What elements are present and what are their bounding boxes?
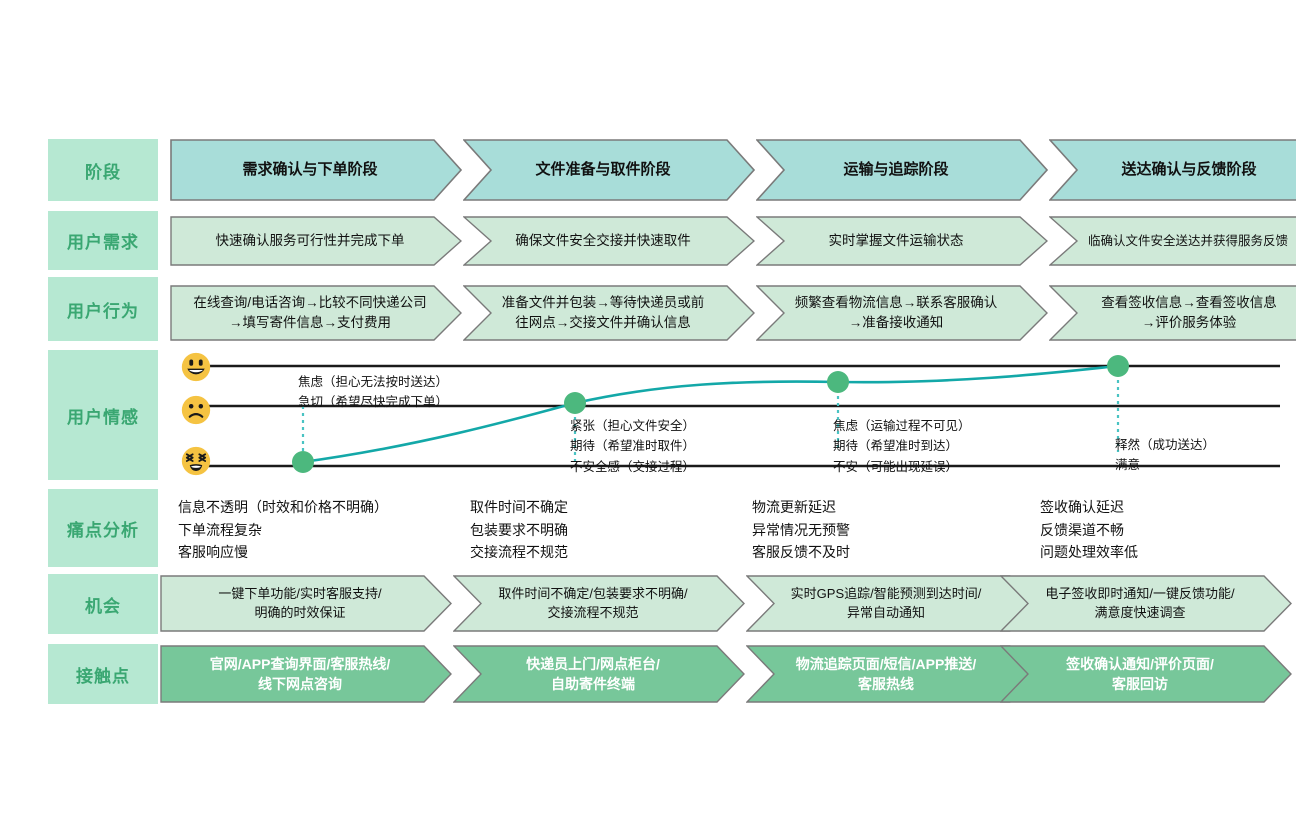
needs-label: 快速确认服务可行性并完成下单	[215, 233, 405, 249]
touchpoint-label: 官网/APP查询界面/客服热线/ 线下网点咨询	[209, 655, 391, 692]
opportunity-label: 实时GPS追踪/智能预测到达时间/ 异常自动通知	[790, 585, 982, 620]
emotion-point-1	[292, 451, 314, 473]
needs-cell-3[interactable]: 实时掌握文件运输状态	[756, 216, 1048, 266]
opportunity-label: 电子签收即时通知/一键反馈功能/ 满意度快速调查	[1045, 585, 1235, 620]
needs-label: 实时掌握文件运输状态	[828, 233, 964, 249]
needs-cell-1[interactable]: 快速确认服务可行性并完成下单	[170, 216, 462, 266]
emotion-annotation-4: 释然（成功送达） 满意	[1115, 438, 1216, 473]
touchpoint-label: 签收确认通知/评价页面/ 客服回访	[1066, 655, 1214, 692]
emotion-point-4	[1107, 355, 1129, 377]
opportunity-cell-4[interactable]: 电子签收即时通知/一键反馈功能/ 满意度快速调查	[1000, 575, 1292, 632]
stage-cell-4[interactable]: 送达确认与反馈阶段	[1049, 139, 1296, 201]
emotion-line	[301, 364, 1120, 464]
pain-cell-2: 取件时间不确定 包装要求不明确 交接流程不规范	[470, 499, 568, 561]
emotion-point-3	[827, 371, 849, 393]
touchpoint-cell-2[interactable]: 快递员上门/网点柜台/ 自助寄件终端	[453, 645, 745, 703]
needs-cell-2[interactable]: 确保文件安全交接并快速取件	[463, 216, 755, 266]
touchpoint-cell-4[interactable]: 签收确认通知/评价页面/ 客服回访	[1000, 645, 1292, 703]
touchpoint-label: 快递员上门/网点柜台/ 自助寄件终端	[526, 655, 660, 692]
stage-label: 需求确认与下单阶段	[242, 161, 378, 179]
row-label-text: 痛点分析	[67, 520, 139, 540]
row-label-text: 阶段	[85, 162, 121, 182]
emotion-point-2	[564, 392, 586, 414]
row-label-text: 用户需求	[67, 233, 139, 252]
stage-label: 文件准备与取件阶段	[535, 161, 671, 179]
opportunity-cell-1[interactable]: 一键下单功能/实时客服支持/ 明确的时效保证	[160, 575, 452, 632]
needs-label: 确保文件安全交接并快速取件	[515, 233, 691, 249]
stage-label: 运输与追踪阶段	[843, 161, 949, 179]
behavior-label: 在线查询/电话咨询→比较不同快递公司 →填写寄件信息→支付费用	[193, 295, 427, 330]
row-label-behavior: 用户行为	[48, 277, 158, 341]
row-label-needs: 用户需求	[48, 211, 158, 270]
stage-cell-3[interactable]: 运输与追踪阶段	[756, 139, 1048, 201]
stage-label: 送达确认与反馈阶段	[1121, 161, 1257, 179]
needs-label: 临确认文件安全送达并获得服务反馈	[1087, 233, 1288, 248]
behavior-cell-2[interactable]: 准备文件并包装→等待快递员或前 往网点→交接文件并确认信息	[463, 285, 755, 341]
row-label-opportunity: 机会	[48, 574, 158, 634]
touchpoint-cell-3[interactable]: 物流追踪页面/短信/APP推送/ 客服热线	[746, 645, 1038, 703]
stage-cell-1[interactable]: 需求确认与下单阶段	[170, 139, 462, 201]
pain-cell-1: 信息不透明（时效和价格不明确） 下单流程复杂 客服响应慢	[178, 499, 388, 561]
pain-cell-4: 签收确认延迟 反馈渠道不畅 问题处理效率低	[1040, 499, 1138, 561]
sad-face-icon	[181, 395, 211, 425]
behavior-label: 准备文件并包装→等待快递员或前 往网点→交接文件并确认信息	[501, 295, 705, 330]
row-label-emotion: 用户情感	[48, 350, 158, 480]
emotion-annotation-2: 紧张（担心文件安全） 期待（希望准时取件） 不安全感（交接过程）	[570, 419, 696, 474]
row-label-text: 用户行为	[67, 301, 139, 321]
row-label-text: 接触点	[76, 666, 130, 686]
touchpoint-label: 物流追踪页面/短信/APP推送/ 客服热线	[795, 655, 977, 692]
weary-face-icon	[181, 446, 211, 476]
happy-face-icon	[181, 352, 211, 382]
opportunity-cell-3[interactable]: 实时GPS追踪/智能预测到达时间/ 异常自动通知	[746, 575, 1038, 632]
touchpoint-cell-1[interactable]: 官网/APP查询界面/客服热线/ 线下网点咨询	[160, 645, 452, 703]
row-label-text: 用户情感	[67, 407, 139, 427]
behavior-label: 查看签收信息→查看签收信息 →评价服务体验	[1101, 295, 1277, 330]
behavior-cell-1[interactable]: 在线查询/电话咨询→比较不同快递公司 →填写寄件信息→支付费用	[170, 285, 462, 341]
opportunity-label: 一键下单功能/实时客服支持/ 明确的时效保证	[218, 585, 382, 620]
row-label-pain: 痛点分析	[48, 489, 158, 567]
opportunity-cell-2[interactable]: 取件时间不确定/包装要求不明确/ 交接流程不规范	[453, 575, 745, 632]
row-label-stage: 阶段	[48, 139, 158, 201]
behavior-cell-4[interactable]: 查看签收信息→查看签收信息 →评价服务体验	[1049, 285, 1296, 341]
emotion-curve-chart: 焦虑（担心无法按时送达） 急切（希望尽快完成下单） 紧张（担心文件安全） 期待（…	[160, 350, 1280, 475]
emotion-annotation-3: 焦虑（运输过程不可见） 期待（希望准时到达） 不安（可能出现延误）	[833, 419, 971, 474]
row-label-text: 机会	[85, 596, 121, 616]
emotion-annotation-1: 焦虑（担心无法按时送达） 急切（希望尽快完成下单）	[298, 375, 449, 410]
stage-cell-2[interactable]: 文件准备与取件阶段	[463, 139, 755, 201]
opportunity-label: 取件时间不确定/包装要求不明确/ 交接流程不规范	[498, 585, 688, 620]
row-label-touchpoint: 接触点	[48, 644, 158, 704]
behavior-label: 频繁查看物流信息→联系客服确认 →准备接收通知	[794, 295, 998, 330]
behavior-cell-3[interactable]: 频繁查看物流信息→联系客服确认 →准备接收通知	[756, 285, 1048, 341]
pain-cell-3: 物流更新延迟 异常情况无预警 客服反馈不及时	[752, 499, 850, 561]
needs-cell-4[interactable]: 临确认文件安全送达并获得服务反馈	[1049, 216, 1296, 266]
